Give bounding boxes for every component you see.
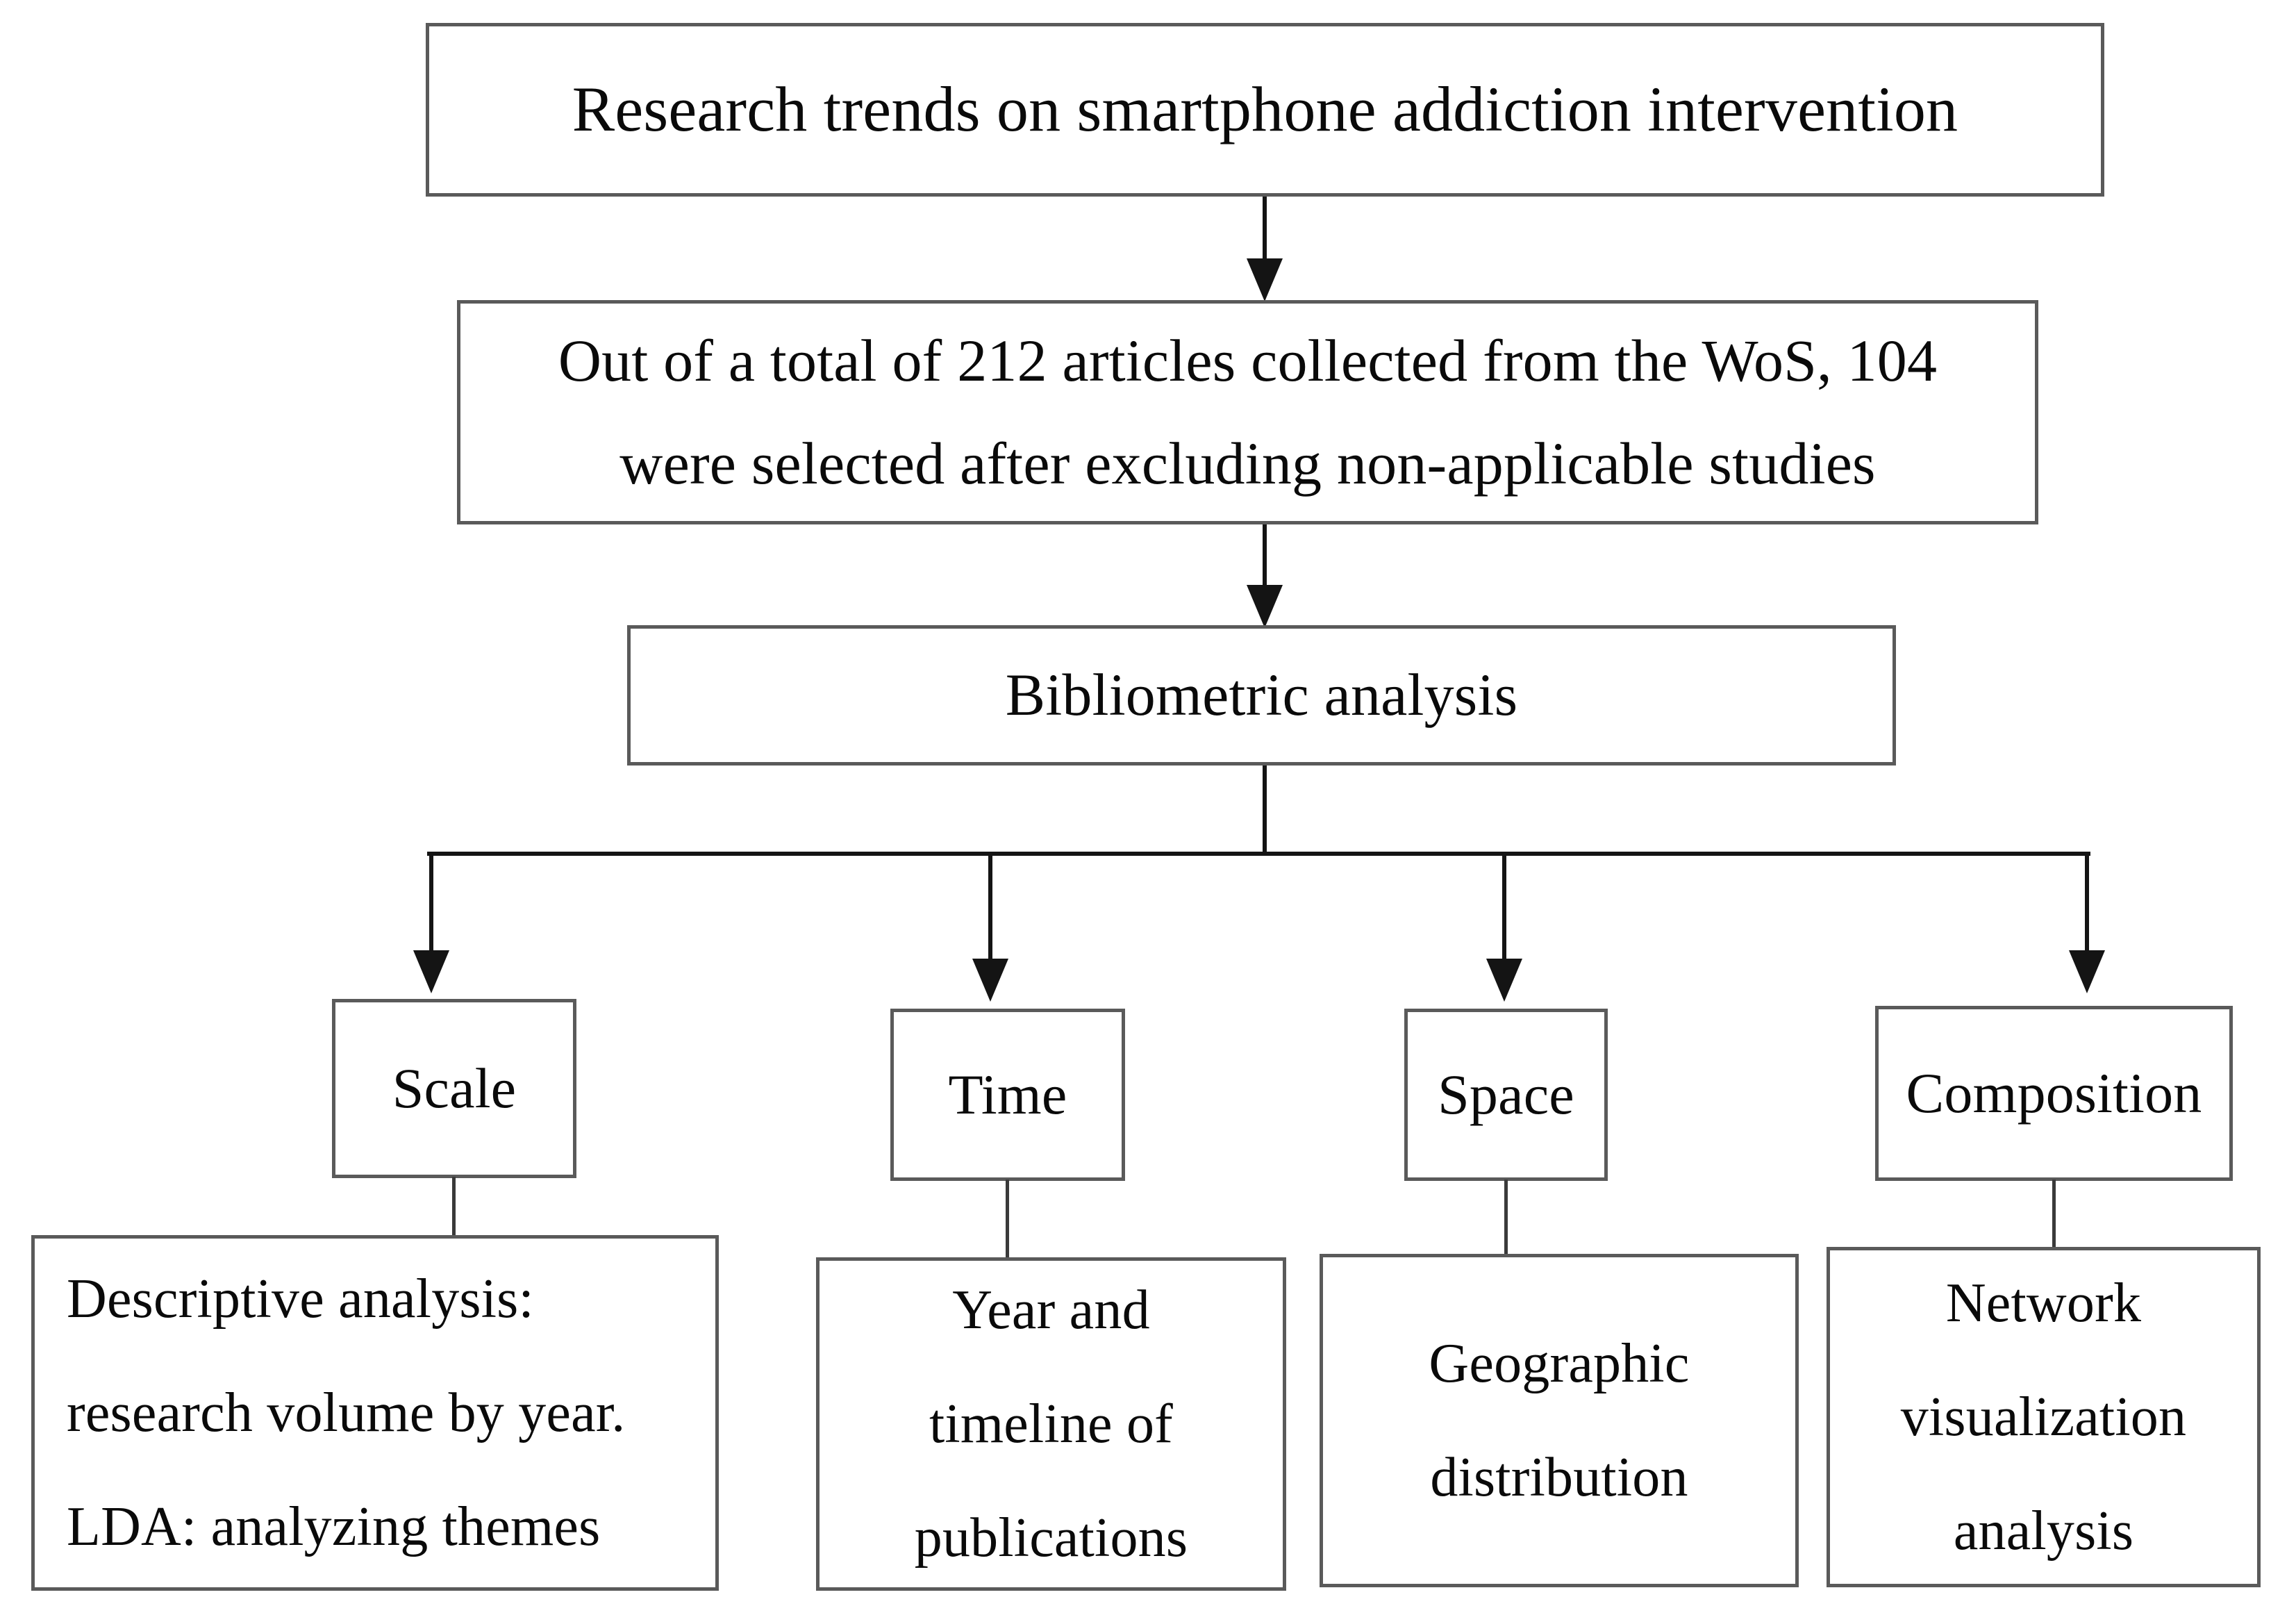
arrowhead-down-icon — [1247, 585, 1283, 628]
connector-time-to-detail — [1006, 1180, 1009, 1260]
connector-title-to-selection — [1263, 197, 1267, 266]
title-box: Research trends on smartphone addiction … — [426, 23, 2104, 197]
detail-composition-line-2: visualization — [1900, 1387, 2187, 1448]
detail-space-line-1: Geographic — [1429, 1333, 1690, 1394]
selection-box-line-1: Out of a total of 212 articles collected… — [558, 326, 1938, 394]
detail-scale-line-3: LDA: analyzing themes — [67, 1496, 601, 1557]
detail-scale-line-1: Descriptive analysis: — [67, 1268, 534, 1330]
connector-branch-space — [1502, 852, 1506, 964]
arrowhead-down-icon — [1247, 258, 1283, 301]
detail-time-line-1: Year and — [952, 1280, 1150, 1341]
category-box-composition: Composition — [1875, 1006, 2233, 1181]
connector-branch-bar — [427, 852, 2090, 856]
connector-composition-to-detail — [2052, 1180, 2056, 1249]
detail-text-composition: Network visualization analysis — [1830, 1246, 2257, 1588]
category-box-space: Space — [1404, 1009, 1608, 1181]
category-box-time: Time — [890, 1009, 1125, 1181]
detail-composition-line-1: Network — [1945, 1273, 2142, 1334]
detail-box-space: Geographic distribution — [1320, 1254, 1799, 1587]
selection-box-line-2: were selected after excluding non-applic… — [619, 429, 1876, 497]
detail-scale-line-2: research volume by year. — [67, 1382, 626, 1443]
detail-box-time: Year and timeline of publications — [816, 1257, 1286, 1591]
detail-text-time: Year and timeline of publications — [820, 1253, 1283, 1595]
detail-box-composition: Network visualization analysis — [1827, 1247, 2261, 1587]
method-box: Bibliometric analysis — [627, 625, 1896, 766]
arrowhead-down-icon — [2069, 950, 2105, 993]
connector-branch-composition — [2085, 852, 2089, 956]
category-box-scale: Scale — [332, 999, 576, 1178]
category-label-time: Time — [948, 1063, 1067, 1127]
connector-space-to-detail — [1504, 1180, 1508, 1256]
category-label-composition: Composition — [1906, 1061, 2202, 1125]
connector-selection-to-method — [1263, 524, 1267, 593]
detail-box-scale: Descriptive analysis: research volume by… — [31, 1235, 719, 1591]
detail-time-line-2: timeline of — [929, 1393, 1173, 1455]
title-box-label: Research trends on smartphone addiction … — [572, 74, 1958, 145]
arrowhead-down-icon — [1486, 959, 1522, 1002]
detail-text-scale: Descriptive analysis: research volume by… — [35, 1242, 715, 1584]
connector-method-trunk — [1263, 766, 1267, 856]
selection-box: Out of a total of 212 articles collected… — [457, 300, 2038, 524]
arrowhead-down-icon — [972, 959, 1008, 1002]
method-box-label: Bibliometric analysis — [1005, 661, 1518, 729]
arrowhead-down-icon — [413, 950, 449, 993]
detail-text-space: Geographic distribution — [1323, 1307, 1795, 1534]
connector-scale-to-detail — [452, 1177, 456, 1238]
category-label-space: Space — [1438, 1063, 1574, 1127]
connector-branch-time — [988, 852, 992, 964]
detail-composition-line-3: analysis — [1953, 1500, 2134, 1562]
detail-time-line-3: publications — [914, 1507, 1188, 1569]
category-label-scale: Scale — [392, 1057, 517, 1120]
detail-space-line-2: distribution — [1430, 1447, 1688, 1508]
selection-box-text: Out of a total of 212 articles collected… — [460, 310, 2035, 515]
connector-branch-scale — [429, 852, 433, 956]
